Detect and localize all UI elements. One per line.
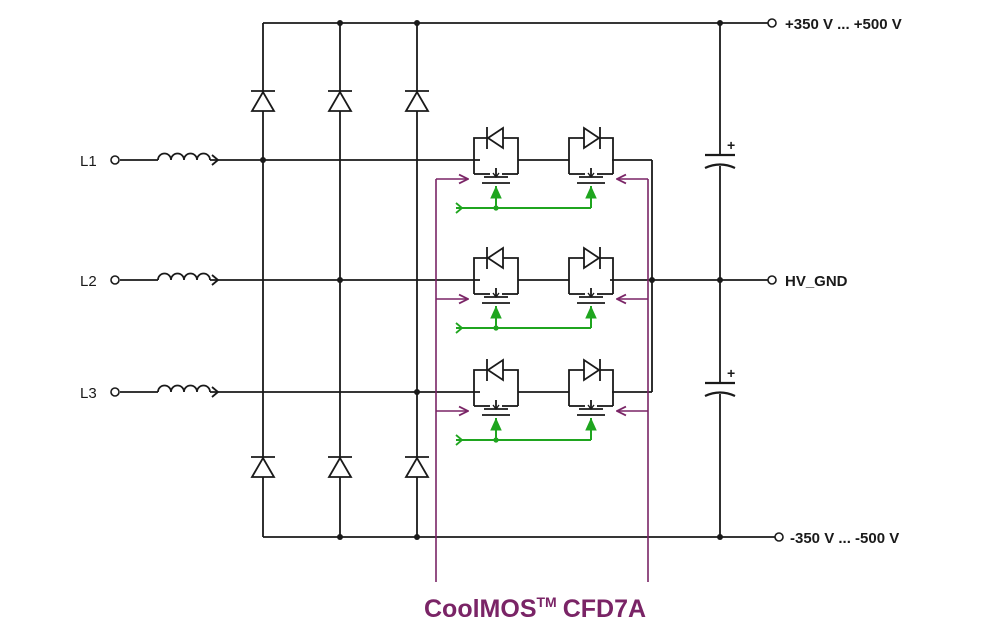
diode-bottom-1 <box>250 456 276 478</box>
gate-input-arrow-1 <box>455 202 464 214</box>
inductor-l2 <box>157 272 211 281</box>
input-label-l1: L1 <box>80 153 97 170</box>
capacitor-upper <box>704 153 736 170</box>
terminal-ground <box>767 275 777 285</box>
terminal-l1 <box>110 155 120 165</box>
diode-top-3 <box>404 90 430 112</box>
callout-brand: CoolMOS <box>424 595 537 623</box>
callout-trademark: TM <box>537 594 557 610</box>
output-label-negative: -350 V ... -500 V <box>790 530 899 547</box>
dc-link-capacitors <box>704 153 736 398</box>
mosfet-right-3 <box>568 358 614 440</box>
gate-bus-node-3 <box>493 437 499 443</box>
terminal-l3 <box>110 387 120 397</box>
rectifier-diodes <box>250 90 430 478</box>
terminals <box>110 18 784 542</box>
capacitor-lower <box>704 381 736 398</box>
component-callout-label: CoolMOSTM CFD7A <box>424 594 646 623</box>
mosfet-left-1 <box>473 126 519 208</box>
input-inductors <box>157 152 220 398</box>
diode-top-2 <box>327 90 353 112</box>
mosfet-left-3 <box>473 358 519 440</box>
gate-input-arrow-3 <box>455 434 464 446</box>
terminal-positive <box>767 18 777 28</box>
mosfet-left-2 <box>473 246 519 328</box>
input-label-l3: L3 <box>80 385 97 402</box>
input-label-l2: L2 <box>80 273 97 290</box>
gate-bus-node-2 <box>493 325 499 331</box>
output-label-ground: HV_GND <box>785 273 848 290</box>
capacitor-plus-mark-upper: + <box>727 137 735 153</box>
capacitor-plus-mark-lower: + <box>727 365 735 381</box>
diode-top-1 <box>250 90 276 112</box>
output-label-positive: +350 V ... +500 V <box>785 16 902 33</box>
junction-dots <box>260 20 723 540</box>
inductor-l3 <box>157 384 211 393</box>
gate-input-arrow-2 <box>455 322 464 334</box>
diode-bottom-2 <box>327 456 353 478</box>
inductor-l1 <box>157 152 211 161</box>
mosfet-switch-bank <box>435 126 649 582</box>
callout-series: CFD7A <box>563 595 646 623</box>
mosfet-right-1 <box>568 126 614 208</box>
gate-bus-node-1 <box>493 205 499 211</box>
mosfet-right-2 <box>568 246 614 328</box>
diode-bottom-3 <box>404 456 430 478</box>
terminal-l2 <box>110 275 120 285</box>
terminal-negative <box>774 532 784 542</box>
